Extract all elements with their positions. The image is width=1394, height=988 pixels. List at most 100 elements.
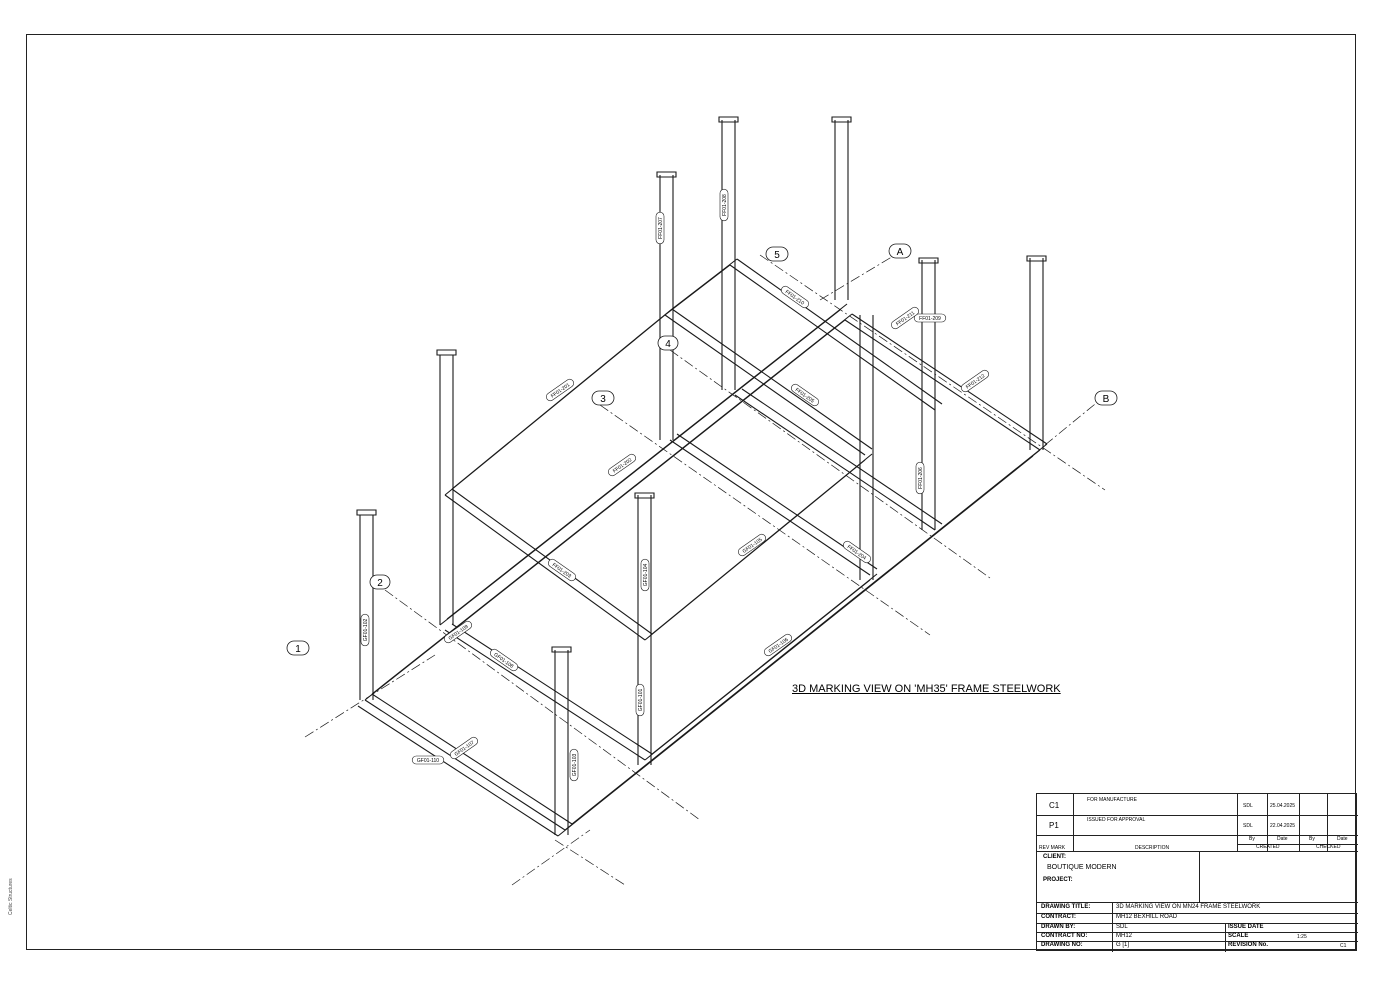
- ground-beam-mid-1: [444, 623, 653, 761]
- project-label: PROJECT:: [1043, 877, 1073, 883]
- part-mark-tag: FF01-208: [719, 188, 729, 222]
- rev-mark: P1: [1049, 821, 1059, 830]
- rev-by: SDL: [1243, 823, 1253, 829]
- part-mark-tag: FF01-201: [546, 378, 574, 402]
- rev-header-mark: REV MARK: [1039, 845, 1066, 851]
- contract-no-value: MH12: [1116, 933, 1133, 939]
- frame-members: [356, 116, 1048, 837]
- first-beam-back2: [664, 258, 738, 316]
- column-3: [554, 650, 569, 835]
- part-mark-tag: FF01-203: [548, 558, 576, 582]
- part-mark-tag: FF01-209: [913, 313, 947, 323]
- rev-date: 22.04.2025: [1270, 823, 1296, 829]
- rev-date: 25.04.2025: [1270, 803, 1296, 809]
- contract-no-label: CONTRACT NO:: [1041, 933, 1088, 939]
- scale-value: 1:25: [1297, 934, 1307, 940]
- gridline-label: 3: [600, 394, 606, 405]
- part-mark-label: GF01-103: [572, 754, 578, 777]
- gridline-bubble-A: A: [888, 243, 912, 259]
- gridline-bubble-5: 5: [765, 246, 789, 262]
- first-beam-mid: [664, 308, 873, 456]
- rev-header-date: Date: [1277, 836, 1288, 842]
- gridline-bubble-1: 1: [286, 640, 310, 656]
- gridline-label: 2: [377, 578, 383, 589]
- rev-header-checked: CHECKED: [1316, 844, 1341, 850]
- part-mark-label: FF01-208: [722, 194, 728, 216]
- view-title: 3D MARKING VIEW ON 'MH35' FRAME STEELWOR…: [792, 683, 1061, 695]
- part-mark-tag: FF01-212: [961, 369, 989, 393]
- ground-beam-right: [844, 313, 1048, 451]
- rev-mark: C1: [1049, 801, 1060, 810]
- part-mark-tag: GF01-107: [450, 736, 478, 760]
- drawn-by-value: SDL: [1116, 924, 1128, 930]
- part-mark-label: FF01-209: [919, 316, 941, 322]
- column-4: [637, 495, 652, 765]
- part-mark-tag: FF01-207: [655, 211, 665, 245]
- part-mark-tag: GF01-104: [640, 558, 650, 592]
- column-10: [1029, 258, 1044, 450]
- part-mark-tag: GF01-103: [569, 748, 579, 782]
- ground-beam-left: [357, 693, 573, 837]
- first-beam-front: [644, 453, 873, 641]
- gridline-bubble-4: 4: [657, 335, 679, 351]
- rev-header-created: CREATED: [1256, 844, 1280, 850]
- part-mark-label: FF01-207: [658, 217, 664, 239]
- column-8: [859, 315, 874, 580]
- drawing-title-value: 3D MARKING VIEW ON MN24 FRAME STEELWORK: [1116, 904, 1261, 910]
- title-block: C1 FOR MANUFACTURE SDL 25.04.2025 P1 ISS…: [1036, 793, 1358, 952]
- revision-no-label: REVISION No.: [1228, 942, 1269, 948]
- column-6: [721, 120, 736, 390]
- part-mark-tag: FF01-206: [915, 461, 925, 495]
- drawing-no-label: DRAWING NO:: [1041, 942, 1083, 948]
- rev-header-by2: By: [1309, 836, 1315, 842]
- part-mark-tag: GF01-101: [635, 683, 645, 717]
- gridline-label: 1: [295, 644, 301, 655]
- ground-beam-mid-3: [669, 433, 878, 576]
- gridline-bubble-3: 3: [591, 390, 615, 406]
- client-label: CLIENT:: [1043, 854, 1066, 860]
- gridline-label: 4: [665, 339, 671, 350]
- first-beam-right: [729, 258, 943, 411]
- gridline-bubble-2: 2: [369, 574, 391, 590]
- drawing-title-label: DRAWING TITLE:: [1041, 904, 1091, 910]
- rev-description: ISSUED FOR APPROVAL: [1087, 817, 1146, 823]
- gridline-label: A: [897, 247, 904, 258]
- client-value: BOUTIQUE MODERN: [1047, 864, 1117, 871]
- part-mark-label: GF01-102: [363, 619, 369, 642]
- first-beam-mid3: [734, 388, 943, 531]
- ground-beam-mid-2: [644, 573, 878, 761]
- caps: [356, 116, 1047, 653]
- gridline-label: 5: [774, 250, 780, 261]
- part-mark-label: GF01-101: [638, 689, 644, 712]
- first-beam-back: [444, 308, 673, 496]
- rev-header-description: DESCRIPTION: [1135, 845, 1170, 851]
- scale-label: SCALE: [1228, 933, 1249, 939]
- gridline-bubbles: 1 2 3 4 5 A B: [286, 243, 1118, 656]
- sheet-border: [26, 34, 1356, 950]
- rev-header-by: By: [1249, 836, 1255, 842]
- part-mark-label: FF01-206: [918, 467, 924, 489]
- drawing-no-value: G [1]: [1116, 942, 1130, 948]
- column-1: [359, 515, 374, 700]
- part-mark-tag: FF01-210: [781, 285, 809, 309]
- part-mark-tag: GF01-110: [411, 755, 445, 765]
- gridline-bubble-B: B: [1094, 390, 1118, 406]
- contract-label: CONTRACT:: [1041, 914, 1076, 920]
- rev-description: FOR MANUFACTURE: [1087, 797, 1137, 803]
- part-mark-tag: FF01-204: [843, 540, 871, 564]
- first-beam-mid2: [439, 303, 848, 626]
- rev-header-date2: Date: [1337, 836, 1348, 842]
- revision-no-value: C1: [1340, 943, 1347, 949]
- drawn-by-label: DRAWN BY:: [1041, 924, 1076, 930]
- rev-by: SDL: [1243, 803, 1253, 809]
- ground-beam-front: [557, 443, 1048, 837]
- part-mark-label: GF01-104: [643, 564, 649, 587]
- column-7: [834, 120, 849, 300]
- part-mark-label: GF01-110: [417, 758, 439, 764]
- part-mark-tag: GF01-102: [360, 613, 370, 647]
- issue-date-label: ISSUE DATE: [1228, 924, 1264, 930]
- column-2: [439, 355, 454, 625]
- gridline-label: B: [1103, 394, 1110, 405]
